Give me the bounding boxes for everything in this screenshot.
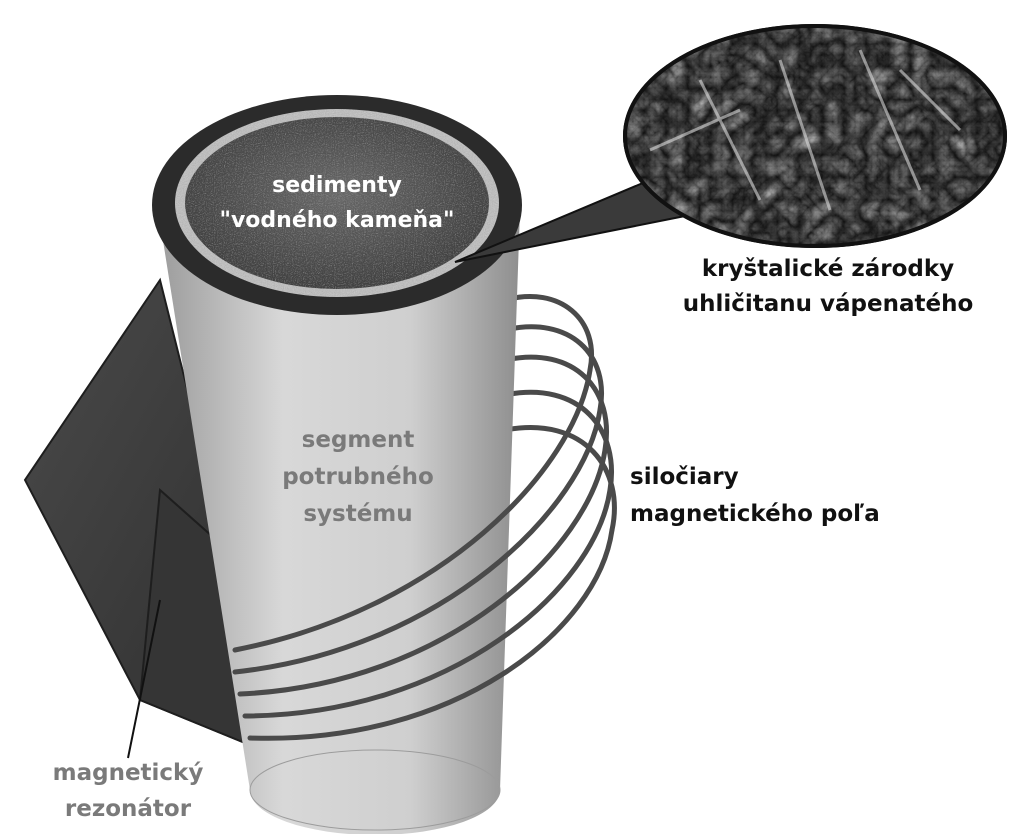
crystal-micrograph bbox=[620, 20, 1010, 260]
label-sediment-line2: "vodného kameňa" bbox=[220, 208, 455, 233]
label-sediment-line1: sedimenty bbox=[272, 173, 402, 198]
field-line-back-4 bbox=[505, 392, 612, 490]
label-resonator-line2: rezonátor bbox=[65, 796, 192, 822]
label-segment-line1: segment bbox=[302, 427, 415, 453]
label-field-line1: siločiary bbox=[630, 464, 739, 490]
label-crystal: kryštalické zárodky uhličitanu vápenatéh… bbox=[683, 256, 974, 317]
crystal-callout bbox=[455, 20, 1010, 262]
label-segment: segment potrubného systému bbox=[282, 427, 434, 527]
label-segment-line2: potrubného bbox=[282, 464, 434, 490]
label-resonator-line1: magnetický bbox=[53, 760, 204, 786]
label-segment-line3: systému bbox=[303, 501, 412, 527]
label-field-line2: magnetického poľa bbox=[630, 501, 880, 527]
sediment-surface bbox=[185, 117, 489, 289]
label-field: siločiary magnetického poľa bbox=[630, 464, 880, 527]
label-crystal-line2: uhličitanu vápenatého bbox=[683, 291, 974, 317]
field-line-back-2 bbox=[505, 327, 602, 410]
label-crystal-line1: kryštalické zárodky bbox=[702, 256, 954, 282]
